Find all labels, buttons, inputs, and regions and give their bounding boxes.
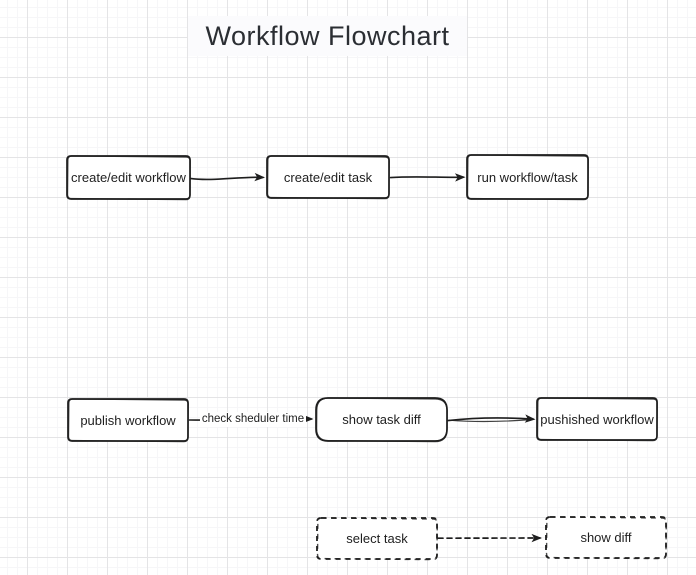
title-background bbox=[188, 16, 467, 56]
node-label: select task bbox=[346, 531, 408, 546]
edge-create-workflow-to-create-task[interactable] bbox=[190, 172, 265, 182]
node-run-workflow-task[interactable]: run workflow/task bbox=[467, 155, 588, 199]
node-box-select-task bbox=[316, 517, 438, 560]
edge-show-task-diff-to-pushished[interactable] bbox=[447, 414, 536, 423]
node-publish-workflow[interactable]: publish workflow bbox=[68, 399, 188, 441]
edge-show-task-diff-to-pushished-overdraw bbox=[448, 419, 532, 423]
node-create-edit-workflow[interactable]: create/edit workflow bbox=[67, 156, 190, 199]
node-box-overdraw-create-edit-task bbox=[266, 155, 390, 200]
node-box-overdraw-create-edit-workflow bbox=[66, 155, 191, 201]
node-box-overdraw-publish-workflow bbox=[67, 398, 189, 443]
node-select-task[interactable]: select task bbox=[317, 518, 437, 559]
node-label: show task diff bbox=[342, 412, 421, 427]
node-label: create/edit task bbox=[283, 169, 373, 185]
node-box-show-diff bbox=[545, 516, 667, 559]
edge-create-task-to-run-workflow[interactable] bbox=[389, 173, 466, 182]
page-title[interactable]: Workflow Flowchart bbox=[205, 21, 450, 51]
node-show-task-diff[interactable]: show task diff bbox=[316, 398, 447, 441]
node-box-overdraw-pushished-workflow bbox=[536, 397, 658, 442]
node-create-edit-task[interactable]: create/edit task bbox=[267, 156, 389, 198]
node-label: pushished workflow bbox=[540, 411, 654, 427]
node-label: run workflow/task bbox=[477, 169, 578, 185]
node-box-overdraw-run-workflow-task bbox=[466, 154, 589, 201]
node-label: show diff bbox=[580, 530, 632, 545]
node-label: create/edit workflow bbox=[71, 170, 186, 185]
node-box-overdraw-show-task-diff bbox=[315, 397, 448, 443]
node-show-diff[interactable]: show diff bbox=[546, 517, 666, 558]
node-label: publish workflow bbox=[80, 412, 176, 428]
edge-label-check-scheduler-time[interactable]: check sheduler time bbox=[200, 412, 306, 427]
node-pushished-workflow[interactable]: pushished workflow bbox=[537, 398, 657, 440]
